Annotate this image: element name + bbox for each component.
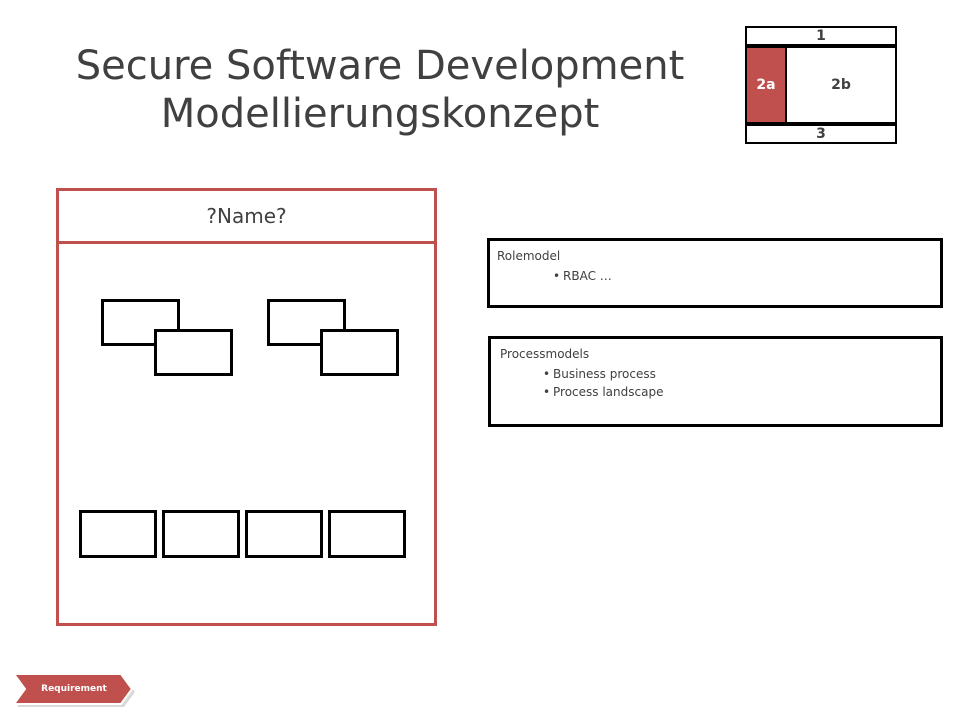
placeholder-box-1a [101, 299, 180, 346]
placeholder-box-1b [154, 329, 233, 376]
page-title: Secure Software Development Modellierung… [40, 42, 720, 138]
list-item: Process landscape [543, 383, 663, 401]
processmodels-box: Processmodels Business process Process l… [488, 336, 943, 427]
name-panel: ?Name? [56, 188, 437, 626]
panel-header: ?Name? [59, 191, 434, 244]
legend-cell-3: 3 [745, 124, 897, 144]
list-item: RBAC … [553, 267, 612, 285]
layout-legend: 1 2b 2a 3 [745, 26, 897, 144]
placeholder-box-row-2 [162, 510, 240, 558]
placeholder-box-2b [320, 329, 399, 376]
legend-cell-1: 1 [745, 26, 897, 46]
list-item: Business process [543, 365, 663, 383]
rolemodel-list: RBAC … [553, 267, 612, 285]
title-line-2: Modellierungskonzept [160, 91, 600, 137]
placeholder-box-row-1 [79, 510, 157, 558]
requirement-tag: Requirement [12, 673, 138, 708]
placeholder-box-2a [267, 299, 346, 346]
requirement-label: Requirement [41, 684, 107, 694]
processmodels-list: Business process Process landscape [543, 365, 663, 401]
legend-cell-2a: 2a [745, 46, 787, 124]
legend-cell-2b: 2b [785, 46, 897, 124]
title-line-1: Secure Software Development [75, 43, 685, 89]
placeholder-box-row-3 [245, 510, 323, 558]
rolemodel-box: Rolemodel RBAC … [487, 238, 943, 308]
rolemodel-title: Rolemodel [497, 249, 561, 263]
placeholder-box-row-4 [328, 510, 406, 558]
processmodels-title: Processmodels [500, 347, 590, 361]
chevron-shape [12, 673, 135, 707]
